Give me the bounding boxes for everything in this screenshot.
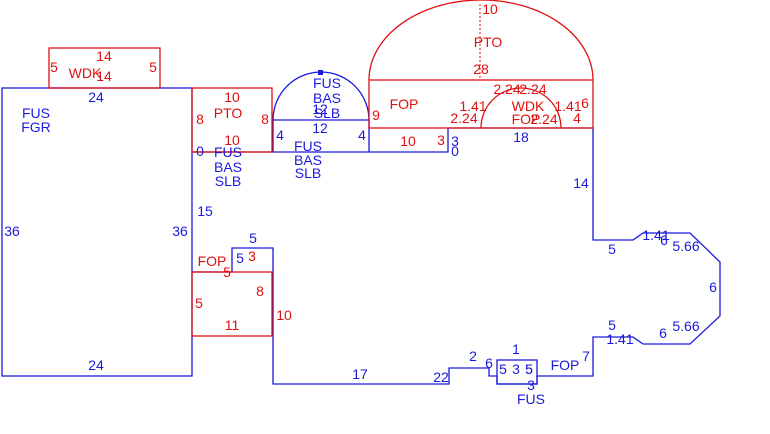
- addition-label: 8: [256, 283, 264, 299]
- addition-label: 5: [50, 59, 58, 75]
- building-label: 6: [709, 279, 717, 295]
- addition-label: 5: [223, 264, 231, 280]
- building-label: BAS: [214, 159, 242, 175]
- building-label: 1: [512, 341, 520, 357]
- wood-deck-arc: [480, 87, 562, 129]
- main-house-outline: [192, 127, 721, 385]
- bay-marker: [318, 70, 323, 75]
- addition-label: 2.24: [519, 81, 546, 97]
- building-label: BAS: [313, 90, 341, 106]
- building-label: SLB: [295, 165, 321, 181]
- addition-label: 10: [276, 307, 292, 323]
- building-label: 3: [512, 361, 520, 377]
- building-label: 36: [172, 223, 188, 239]
- addition-label: FOP: [390, 96, 419, 112]
- addition-label: 11: [225, 317, 240, 333]
- addition-label: 6: [581, 95, 589, 111]
- building-label: SLB: [215, 173, 241, 189]
- building-label: 7: [582, 348, 590, 364]
- building-label: SLB: [314, 105, 340, 121]
- building-label: FUS: [517, 391, 545, 407]
- addition-label: 14: [96, 68, 112, 84]
- left-patio-outline: [191, 87, 273, 153]
- addition-label: 10: [400, 133, 416, 149]
- building-label: FUS: [313, 75, 341, 91]
- building-label: 1.41: [642, 227, 669, 243]
- building-label: 5: [249, 230, 257, 246]
- addition-label: 3: [248, 248, 256, 264]
- building-label: 4: [276, 127, 284, 143]
- building-label: 1.41: [606, 331, 633, 347]
- addition-label: FOP: [198, 253, 227, 269]
- addition-label: WDK: [512, 98, 545, 114]
- addition-label: 2.24: [450, 110, 477, 126]
- building-label: 24: [88, 89, 104, 105]
- building-label: 5: [236, 250, 244, 266]
- building-label: 5.66: [672, 318, 699, 334]
- building-label: 0: [196, 143, 204, 159]
- building-label: 0: [451, 143, 459, 159]
- lower-porch-outline: [191, 271, 273, 337]
- building-label: 22: [433, 369, 449, 385]
- addition-label: 3: [437, 132, 445, 148]
- building-label: FUS: [214, 144, 242, 160]
- addition-label: 28: [473, 61, 489, 77]
- addition-label: FOP: [512, 111, 541, 127]
- addition-label: 5: [195, 295, 203, 311]
- top-wood-deck-outline: [48, 47, 161, 89]
- building-label: 2: [469, 348, 477, 364]
- building-label: FUS: [294, 138, 322, 154]
- building-label: 6: [659, 325, 667, 341]
- building-label: BAS: [294, 152, 322, 168]
- building-label: 14: [573, 175, 589, 191]
- addition-label: 4: [573, 110, 581, 126]
- building-label: 4: [358, 127, 366, 143]
- building-label: FGR: [21, 119, 51, 135]
- building-label: 12: [312, 101, 328, 117]
- building-label: 15: [197, 203, 213, 219]
- front-porch-outline: [496, 359, 538, 385]
- building-label: 36: [4, 223, 20, 239]
- addition-label: WDK: [69, 65, 102, 81]
- building-label: 12: [312, 120, 328, 136]
- addition-label: 9: [372, 107, 380, 123]
- building-label: 3: [527, 377, 535, 393]
- addition-label: 10: [224, 132, 240, 148]
- building-label: 18: [513, 129, 529, 145]
- building-label: 6: [485, 355, 493, 371]
- addition-label: 1.41: [554, 98, 581, 114]
- addition-label: 8: [261, 111, 269, 127]
- building-label: FOP: [551, 357, 580, 373]
- building-label: 5: [608, 317, 616, 333]
- semicircle-patio-arc: [368, 0, 594, 81]
- building-label: 3: [451, 133, 459, 149]
- building-label: 24: [88, 357, 104, 373]
- building-label: 17: [352, 366, 368, 382]
- bay-room-outline: [272, 119, 370, 152]
- addition-label: PTO: [474, 34, 503, 50]
- addition-label: 8: [196, 111, 204, 127]
- addition-label: PTO: [214, 105, 243, 121]
- building-label: 6: [660, 232, 668, 248]
- building-label: 5: [525, 361, 533, 377]
- addition-label: 2.24: [530, 111, 557, 127]
- addition-label: 1.41: [459, 98, 486, 114]
- building-label: 5.66: [672, 238, 699, 254]
- building-label: 5: [608, 241, 616, 257]
- addition-label: 10: [482, 1, 498, 17]
- building-label: 5: [499, 361, 507, 377]
- addition-label: 2.24: [493, 81, 520, 97]
- building-label: FUS: [22, 105, 50, 121]
- building-label: 5: [525, 361, 533, 377]
- addition-label: 10: [224, 89, 240, 105]
- addition-label: 5: [149, 59, 157, 75]
- addition-label: 14: [96, 48, 112, 64]
